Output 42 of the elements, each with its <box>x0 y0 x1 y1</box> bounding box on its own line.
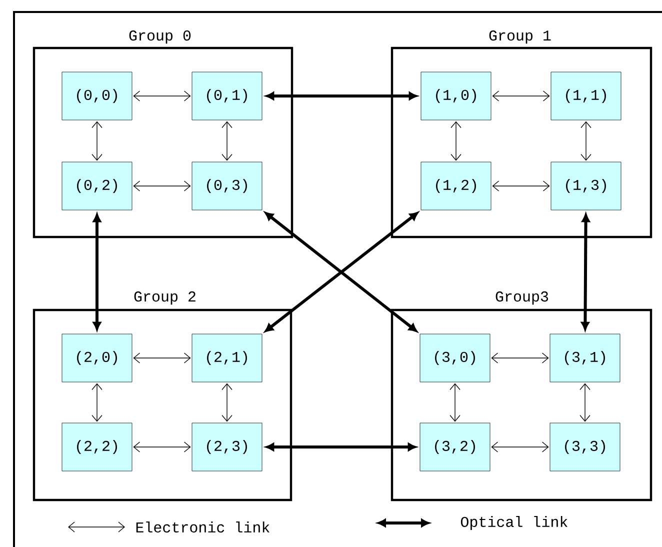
node-box: (0,1) <box>192 72 262 120</box>
legend-text: Optical link <box>460 516 568 530</box>
node-box: (2,3) <box>192 422 262 472</box>
arrow <box>492 180 550 192</box>
arrow <box>492 90 550 102</box>
node-box: (1,0) <box>420 72 492 120</box>
arrow <box>133 442 191 452</box>
arrow <box>133 352 191 364</box>
node-box: (3,3) <box>550 422 620 472</box>
node-box: (1,2) <box>420 162 492 210</box>
node-box: (3,1) <box>550 334 620 382</box>
arrow <box>580 383 590 422</box>
arrow <box>491 352 549 364</box>
node-box: (0,2) <box>62 162 132 210</box>
node-box: (1,1) <box>550 72 622 120</box>
arrow <box>222 121 232 161</box>
legend-text: Electronic link <box>136 522 270 532</box>
node-box: (2,1) <box>192 334 262 382</box>
node-label: Group 2 <box>134 291 196 305</box>
node-box: (0,3) <box>192 162 262 210</box>
node-box: (0,0) <box>62 72 132 120</box>
arrow <box>92 383 102 422</box>
arrow <box>222 383 232 422</box>
arrow <box>266 92 418 100</box>
node-label: Group3 <box>496 291 548 305</box>
arrow <box>133 90 191 102</box>
arrow <box>93 214 101 330</box>
arrow <box>581 214 590 330</box>
arrow <box>491 442 549 452</box>
node-box: (2,2) <box>62 422 132 472</box>
node-label: Group 1 <box>489 30 551 44</box>
arrow <box>580 121 592 161</box>
arrow <box>92 121 102 161</box>
node-box: (3,0) <box>420 334 490 382</box>
arrow <box>133 180 191 192</box>
arrow <box>450 383 460 422</box>
arrow <box>266 443 416 451</box>
node-box: (1,3) <box>550 162 622 210</box>
node-box: (3,2) <box>420 422 490 472</box>
arrow <box>450 121 462 161</box>
node-box: (2,0) <box>62 334 132 382</box>
node-label: Group 0 <box>129 30 191 44</box>
